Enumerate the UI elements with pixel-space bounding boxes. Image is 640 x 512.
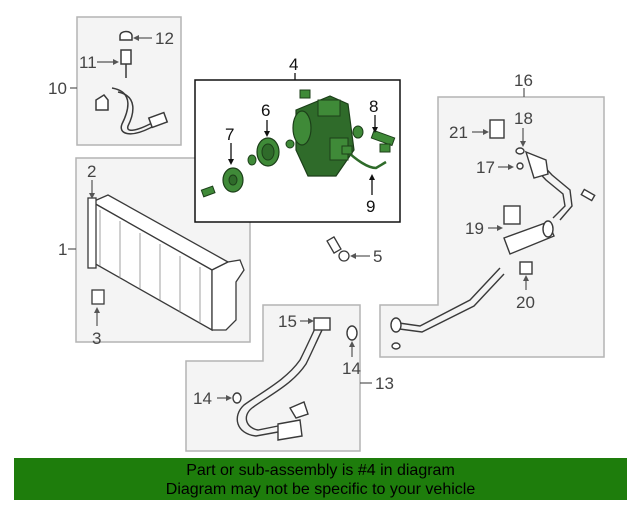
- condenser-1: [87, 194, 245, 332]
- callout-13: 13: [375, 374, 394, 393]
- callout-5: 5: [373, 247, 382, 266]
- callout-18: 18: [514, 109, 533, 128]
- arrow-21: [483, 129, 489, 135]
- switch-8: [352, 125, 396, 147]
- arrow-19: [497, 225, 503, 231]
- clutch-plate-7: [200, 167, 244, 198]
- arrow-8: [372, 127, 378, 133]
- line-assembly-16: [390, 119, 596, 350]
- arrow-15: [308, 318, 314, 324]
- callout-21: 21: [449, 123, 468, 142]
- arrow-9: [369, 174, 375, 180]
- callout-6: 6: [261, 101, 270, 120]
- callout-11: 11: [79, 53, 97, 72]
- callout-17: 17: [476, 158, 495, 177]
- parts-diagram: 10 11 12 1 2 3 4 6 7 8 9 5 16 18 21 17 1…: [48, 16, 605, 452]
- arrow-17: [508, 164, 514, 170]
- callout-20: 20: [516, 293, 535, 312]
- callout-14b: 14: [342, 359, 361, 378]
- hose-assembly-13: [232, 317, 358, 441]
- arrow-20: [523, 275, 529, 281]
- callout-14a: 14: [193, 389, 212, 408]
- callout-1: 1: [58, 240, 67, 259]
- arrow-5: [350, 253, 356, 259]
- callout-16: 16: [514, 71, 533, 90]
- arrow-14b: [349, 341, 355, 347]
- hose-assembly-10: [95, 30, 169, 135]
- callout-8: 8: [369, 97, 378, 116]
- compressor-4[interactable]: [285, 89, 355, 177]
- bolt-5: [326, 236, 350, 262]
- callout-9: 9: [366, 197, 375, 216]
- pulley-6: [247, 137, 280, 167]
- arrow-7: [228, 159, 234, 165]
- arrow-3: [94, 307, 100, 313]
- callout-3: 3: [92, 329, 101, 348]
- notice-line-1: Part or sub-assembly is #4 in diagram: [186, 462, 455, 479]
- callout-4: 4: [289, 55, 298, 74]
- panel-lines-16: [379, 96, 605, 358]
- arrow-2: [89, 193, 95, 199]
- harness-9: [341, 143, 391, 170]
- arrow-12: [133, 35, 139, 41]
- notice-line-2: Diagram may not be specific to your vehi…: [165, 481, 476, 498]
- callout-7: 7: [225, 125, 234, 144]
- callout-12: 12: [155, 29, 174, 48]
- arrow-11: [113, 59, 119, 65]
- callout-15: 15: [278, 312, 297, 331]
- arrow-18: [520, 141, 526, 147]
- callout-2: 2: [87, 162, 96, 181]
- diagram-notice-banner: Part or sub-assembly is #4 in diagram Di…: [14, 458, 627, 500]
- arrow-6: [264, 131, 270, 137]
- callout-10: 10: [48, 79, 67, 98]
- callout-19: 19: [465, 219, 484, 238]
- arrow-14a: [226, 395, 232, 401]
